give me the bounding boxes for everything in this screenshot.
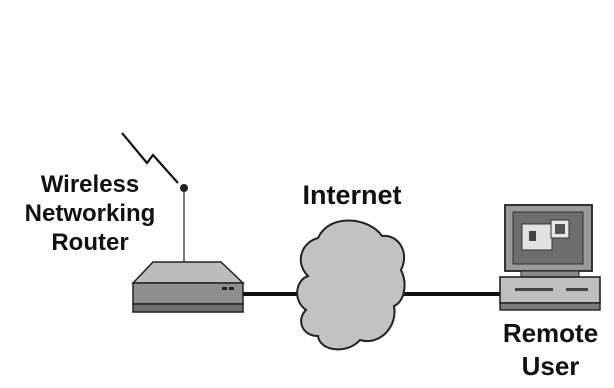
internet-cloud-icon: [296, 219, 406, 351]
computer-icon: [499, 204, 601, 311]
internet-label: Internet: [302, 180, 402, 210]
wireless-signal-icon: [121, 132, 179, 184]
router-label-line: Networking: [24, 200, 156, 227]
router-device-icon: [131, 261, 245, 313]
router-label: Wireless Networking Router: [2, 170, 178, 257]
router-antenna-icon: [180, 184, 188, 263]
router-label-line: Router: [51, 229, 129, 256]
remote-label-line: User: [521, 351, 580, 381]
remote-user-label: Remote User: [487, 317, 614, 383]
remote-label-line: Remote: [502, 318, 599, 348]
router-label-line: Wireless: [40, 171, 140, 198]
